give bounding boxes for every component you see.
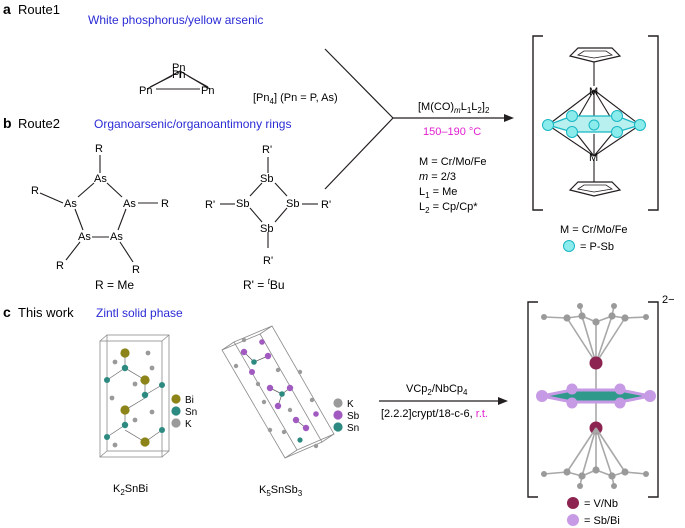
rp-definition: R' = tBu xyxy=(243,277,285,292)
lower-cp-ligand xyxy=(543,427,647,487)
panel-letter-a: a xyxy=(3,1,11,17)
k2snbi-legend: Bi Sn K xyxy=(171,394,197,430)
legend-bi: Bi xyxy=(185,395,194,406)
top-reaction-arrow xyxy=(324,48,514,190)
p-sb-legend-swatch xyxy=(563,240,575,252)
top-reagent: [M(CO)mL1L2]2 xyxy=(418,101,490,115)
k2snbi-label: K2SnBi xyxy=(113,483,148,497)
panel-b-route: Route2 xyxy=(18,116,60,131)
metal-label-bottom: M xyxy=(589,152,598,164)
top-condition-l1: L1 = Me xyxy=(419,186,457,200)
upper-cp-atoms xyxy=(541,303,649,326)
metal-label-top: M xyxy=(589,86,598,98)
panel-a-subtitle: White phosphorus/yellow arsenic xyxy=(88,13,263,27)
lower-cp-ring xyxy=(568,181,622,197)
as5-atom4: As xyxy=(78,231,91,243)
sb-bi-legend-swatch xyxy=(567,514,579,526)
panel-letter-c: c xyxy=(3,304,11,320)
sb4-atom2: Sb xyxy=(236,198,249,210)
bottom-reagent: VCp2/NbCp4 xyxy=(406,383,468,397)
sb4-atom3: Sb xyxy=(286,198,299,210)
panel-c: c This work Zintl solid phase xyxy=(3,304,360,498)
panel-letter-b: b xyxy=(3,115,12,131)
as5-r3: R xyxy=(161,198,169,210)
arrow-head-bottom xyxy=(498,397,508,405)
legend-sn: Sn xyxy=(185,407,197,418)
legend-k-2: K xyxy=(347,399,354,410)
upper-cp-ring xyxy=(568,47,622,63)
bottom-reaction-arrow xyxy=(379,397,508,405)
top-legend-metal: M = Cr/Mo/Fe xyxy=(560,224,628,236)
top-legend-ring: = P-Sb xyxy=(580,241,614,253)
brackets-bottom xyxy=(527,301,659,498)
r-definition: R = Me xyxy=(95,278,134,292)
sb4-atom4: Sb xyxy=(260,223,273,235)
sb4-atom1: Sb xyxy=(260,173,273,185)
top-temperature: 150–190 °C xyxy=(423,126,481,138)
sb-bi-atoms xyxy=(536,383,656,409)
legend-sn-2: Sn xyxy=(347,423,359,434)
legend-k: K xyxy=(185,419,192,430)
sb4-r1: R' xyxy=(262,144,272,156)
panel-c-subtitle: Zintl solid phase xyxy=(96,306,183,320)
arrow-head-top xyxy=(504,114,514,122)
pn-atom-top: Pn xyxy=(172,62,185,74)
as5-r5: R xyxy=(132,264,140,276)
top-condition-m: m = 2/3 xyxy=(419,171,456,183)
p-sb-atoms xyxy=(542,110,646,138)
panel-c-route: This work xyxy=(18,305,74,320)
bottom-conditions: [2.2.2]crypt/18-c-6, r.t. xyxy=(381,408,488,420)
as5-atom2: As xyxy=(64,198,77,210)
k5snsb3-unit-cell xyxy=(221,325,335,459)
as5-ring xyxy=(39,155,158,263)
as5-atom1: As xyxy=(94,173,107,185)
panel-a-route: Route1 xyxy=(18,2,60,17)
bottom-legend-metal: = V/Nb xyxy=(584,498,618,510)
pn-atom-right: Pn xyxy=(201,85,214,97)
panel-b: b Route2 Organoarsenic/organoantimony ri… xyxy=(3,115,331,292)
k2snbi-unit-cell xyxy=(99,334,170,458)
bottom-legend-ring: = Sb/Bi xyxy=(584,515,620,527)
sb4-r2: R' xyxy=(205,199,215,211)
upper-cp-ligand xyxy=(543,305,647,364)
pn-atom-middle: Pn xyxy=(172,69,185,81)
legend-sb: Sb xyxy=(347,411,360,422)
pn4-formula: [Pn4] (Pn = P, As) xyxy=(253,92,338,106)
top-condition-l2: L2 = Cp/Cp* xyxy=(419,201,478,215)
sb4-r4: R' xyxy=(263,255,273,267)
top-condition-metal: M = Cr/Mo/Fe xyxy=(419,156,487,168)
sb4-ring xyxy=(220,157,318,248)
lower-cp-atoms xyxy=(541,466,649,489)
as5-r1: R xyxy=(95,143,103,155)
v-nb-legend-swatch xyxy=(567,497,579,509)
panel-b-subtitle: Organoarsenic/organoantimony rings xyxy=(94,117,291,131)
bottom-product-structure: 2− xyxy=(527,294,675,527)
brackets-top xyxy=(532,35,659,211)
panel-a: a Route1 White phosphorus/yellow arsenic… xyxy=(3,1,338,106)
k5snsb3-label: K5SnSb3 xyxy=(259,484,303,498)
pn4-tetrahedron xyxy=(146,70,211,90)
charge-label: 2− xyxy=(662,294,675,306)
as5-r4: R xyxy=(56,260,64,272)
as5-atom5: As xyxy=(110,231,123,243)
top-product-structure: M M M = Cr/Mo/Fe = P-Sb xyxy=(532,35,659,253)
pn-atom-left: Pn xyxy=(139,85,152,97)
as5-r2: R xyxy=(31,185,39,197)
k5snsb3-legend: K Sb Sn xyxy=(333,398,360,434)
sb-bi-ring xyxy=(541,388,651,404)
metal-atom-upper xyxy=(589,356,603,370)
sb4-r3: R' xyxy=(321,199,331,211)
as5-atom3: As xyxy=(123,198,136,210)
